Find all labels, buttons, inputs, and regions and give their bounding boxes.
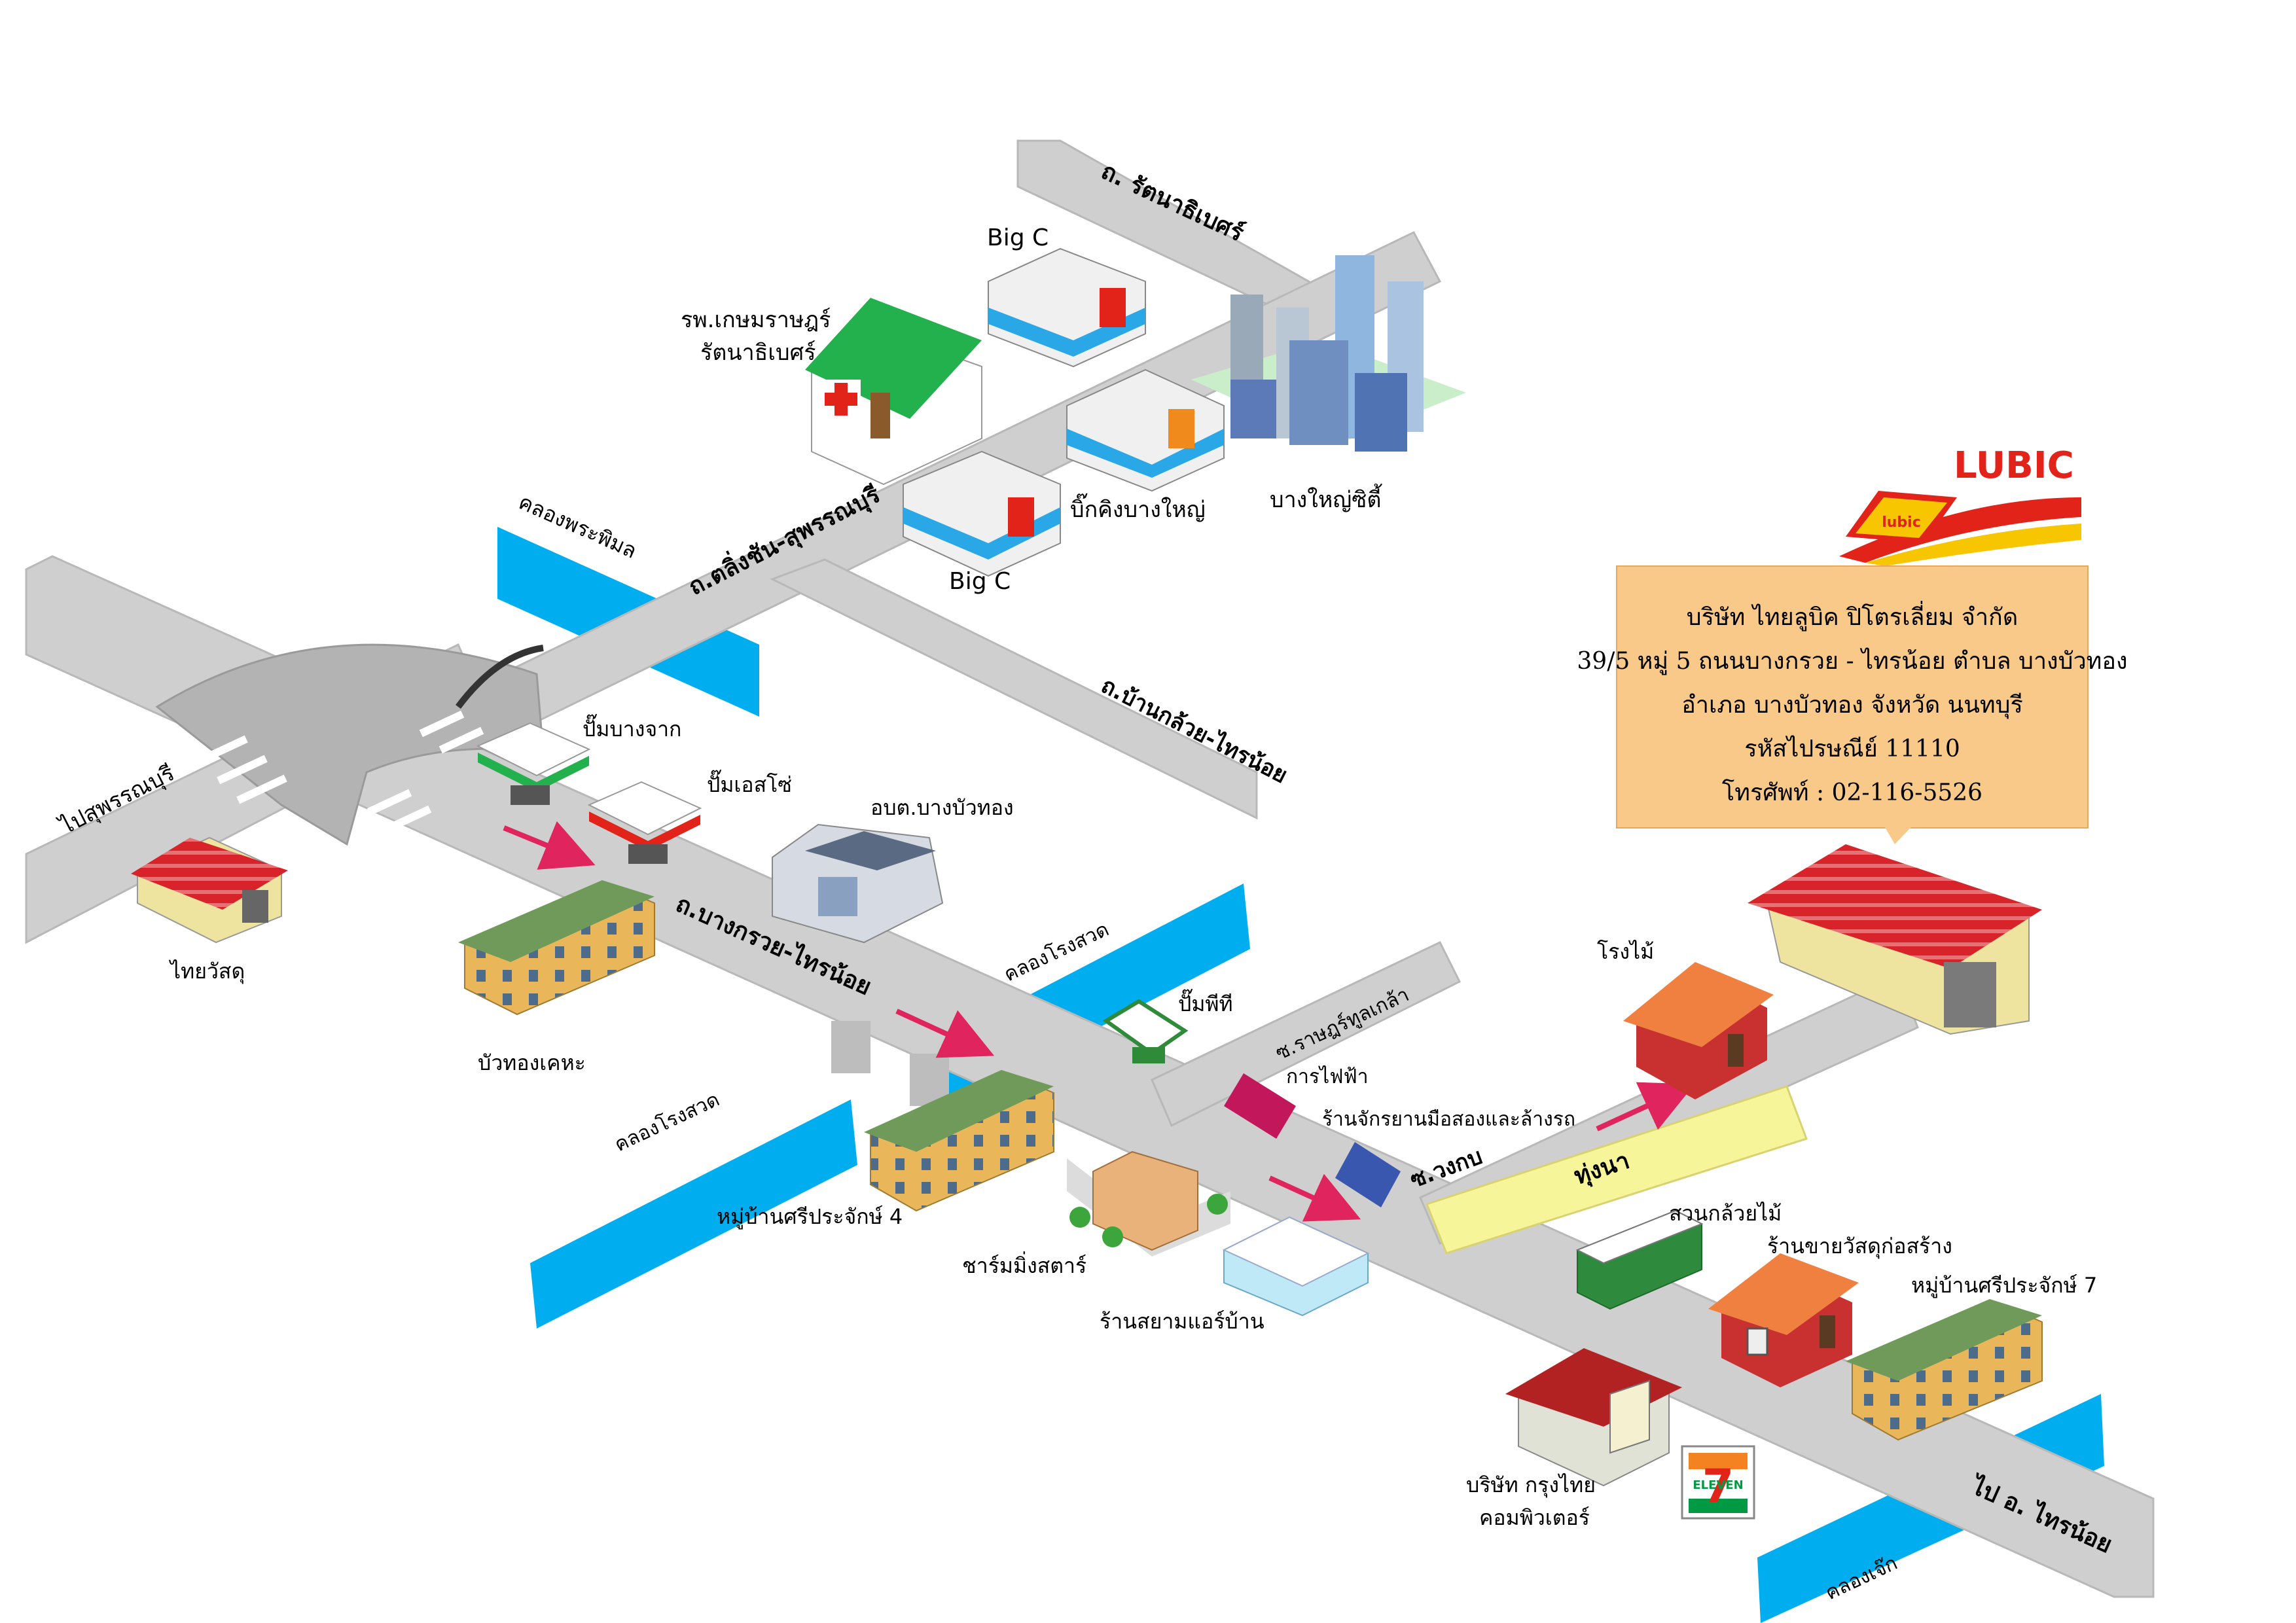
company-name: บริษัท ไทยลูบิค ปิโตรเลี่ยม จำกัด [1687,601,2018,632]
big-king-building [1066,368,1225,492]
lubic-warehouse [1748,844,2042,1035]
buathong-kheha-townhouses [458,880,655,1016]
pump-ptt-station [1102,999,1189,1063]
label-motorcycle-shop: ร้านจักรยานมือสองและล้างรถ [1322,1108,1575,1131]
label-hospital-2: รัตนาธิเบศร์ [700,340,816,366]
label-material-shop: ร้านขายวัสดุก่อสร้าง [1767,1234,1952,1259]
company-info-box: บริษัท ไทยลูบิค ปิโตรเลี่ยม จำกัด 39/5 ห… [1577,565,2128,844]
pump-bangchak-station [476,722,591,805]
seven-eleven-text: ELEVEN [1693,1478,1743,1492]
bangyai-city-towers [1191,255,1466,452]
overpass [155,643,545,846]
label-electric: การไฟฟ้า [1286,1065,1369,1088]
motorcycle-shop-building [1335,1142,1401,1207]
seven-eleven-logo: 7 ELEVEN [1681,1445,1755,1520]
arrow-1 [503,821,596,870]
label-thai-watsadu: ไทยวัสดุ [168,959,245,984]
label-mooban-7: หมู่บ้านศรีประจักษ์ 7 [1911,1273,2097,1298]
label-pump-bangchak: ปั๊มบางจาก [583,714,681,741]
mooban-7-townhouses [1846,1299,2043,1441]
mooban-4-townhouses [864,1070,1054,1212]
direction-arrows [503,821,1695,1222]
lubic-logo: LUBIC lubic [1839,444,2081,566]
material-shop-house [1708,1253,1859,1387]
krungthai-computer-building [1505,1348,1682,1487]
label-krungthai-2: คอมพิวเตอร์ [1479,1505,1590,1530]
arrow-4 [1596,1082,1695,1132]
label-big-c-top: Big C [987,224,1049,251]
label-charming-star: ชาร์มมิ่งสตาร์ [962,1251,1086,1278]
bridges [831,1021,949,1106]
label-buathong-kheha: บัวทองเคหะ [478,1050,586,1075]
big-c-top-building [988,247,1146,368]
label-obt: อบต.บางบัวทอง [870,795,1014,820]
seven-number: 7 [1702,1459,1734,1513]
label-siam-air: ร้านสยามแอร์บ้าน [1100,1309,1265,1334]
thai-watsadu-building [131,836,288,944]
company-address-1: 39/5 หมู่ 5 ถนนบางกรวย - ไทรน้อย ตำบล บา… [1577,647,2127,675]
lubic-emblem-text: lubic [1882,514,1921,531]
arrow-3 [1268,1173,1361,1222]
label-big-c-bottom: Big C [949,568,1011,595]
road-bang-kruai [25,555,2155,1598]
electric-building [1224,1073,1296,1139]
lubic-logo-text: LUBIC [1954,444,2074,487]
sawmill-house [1623,962,1774,1099]
banana-orchard-shed [1575,1209,1704,1310]
label-krungthai-1: บริษัท กรุงไทย [1466,1472,1596,1498]
place-labels: Big C รพ.เกษมราษฎร์ รัตนาธิเบศร์ บิ๊กคิง… [168,224,2097,1530]
hospital-building [805,298,982,486]
canal-rong-suat-lower [530,1099,857,1329]
label-pump-ptt: ปั๊มพีที [1178,989,1233,1016]
road-soi-rat [1151,941,1462,1128]
company-phone: โทรศัพท์ : 02-116-5526 [1722,779,1982,806]
label-big-king: บิ๊กคิงบางใหญ่ [1070,493,1206,523]
label-pump-esso: ปั๊มเอสโซ่ [707,770,792,797]
pump-esso-station [587,781,702,864]
label-bangyai-city: บางใหญ่ซิตี้ [1270,484,1383,513]
arrow-2 [895,1008,995,1058]
label-sawmill: โรงไม้ [1597,939,1654,964]
company-postal: รหัสไปรษณีย์ 11110 [1744,735,1960,762]
label-hospital-1: รพ.เกษมราษฎร์ [681,307,831,333]
road-ban-kluai [770,558,1258,820]
siam-air-building [1222,1216,1370,1317]
company-address-2: อำเภอ บางบัวทอง จังหวัด นนทบุรี [1681,692,2023,719]
big-c-bottom-building [903,450,1061,577]
label-banana: สวนกล้วยไม้ [1669,1201,1782,1226]
charming-star-building [1067,1150,1230,1257]
label-mooban-4: หมู่บ้านศรีประจักษ์ 4 [717,1204,903,1230]
label-canal-rong-suat-2: คลองโรงสวด [611,1088,723,1157]
obt-building [772,823,944,944]
